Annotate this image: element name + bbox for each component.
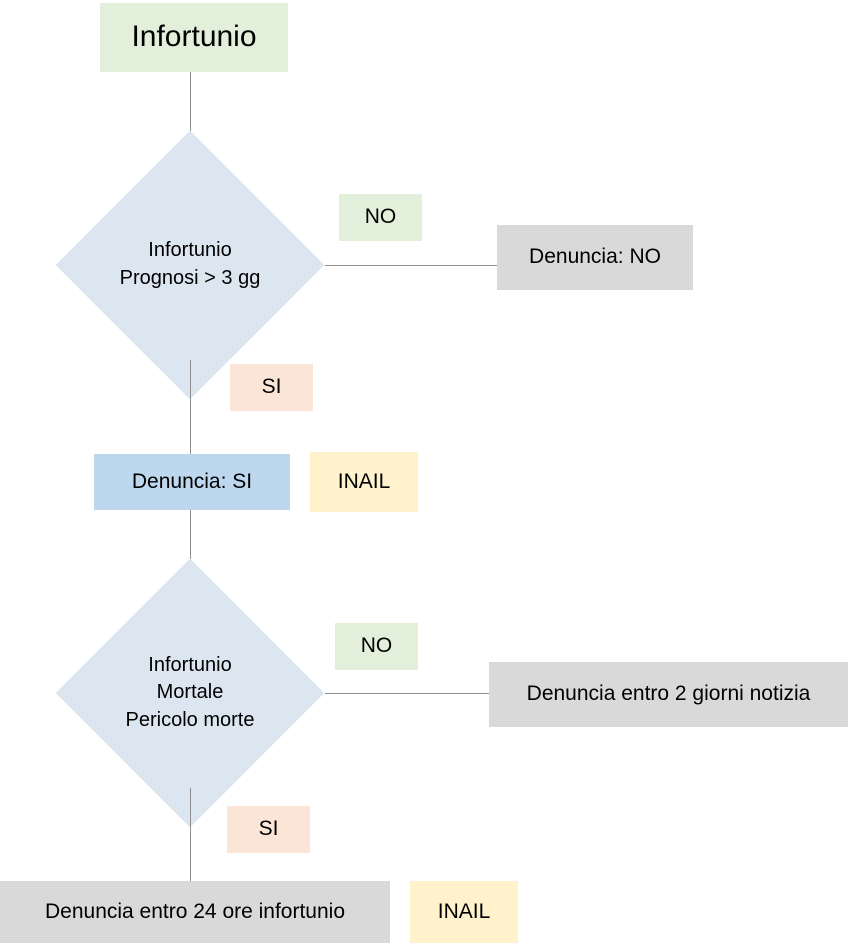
badge-inail-denuncia-si[interactable]: INAIL: [310, 452, 418, 512]
tag-decision2-no[interactable]: NO: [335, 623, 418, 670]
badge-inail-denuncia-24-ore[interactable]: INAIL: [410, 881, 518, 943]
node-denuncia-no[interactable]: Denuncia: NO: [497, 225, 693, 290]
connector-denuncia-si-to-decision2: [190, 510, 191, 559]
node-denuncia-si[interactable]: Denuncia: SI: [94, 454, 290, 510]
node-denuncia-2-giorni[interactable]: Denuncia entro 2 giorni notizia: [489, 662, 848, 727]
connector-start-to-decision1: [190, 72, 191, 131]
node-denuncia-24-ore[interactable]: Denuncia entro 24 ore infortunio: [0, 881, 390, 943]
connector-decision2-no: [325, 693, 491, 694]
tag-decision1-si[interactable]: SI: [230, 364, 313, 411]
tag-decision1-no[interactable]: NO: [339, 194, 422, 241]
tag-decision2-si[interactable]: SI: [227, 806, 310, 853]
connector-decision1-no: [325, 265, 500, 266]
connector-decision2-si: [190, 788, 191, 884]
connector-decision1-si: [190, 360, 191, 454]
node-start-infortunio[interactable]: Infortunio: [100, 3, 288, 72]
